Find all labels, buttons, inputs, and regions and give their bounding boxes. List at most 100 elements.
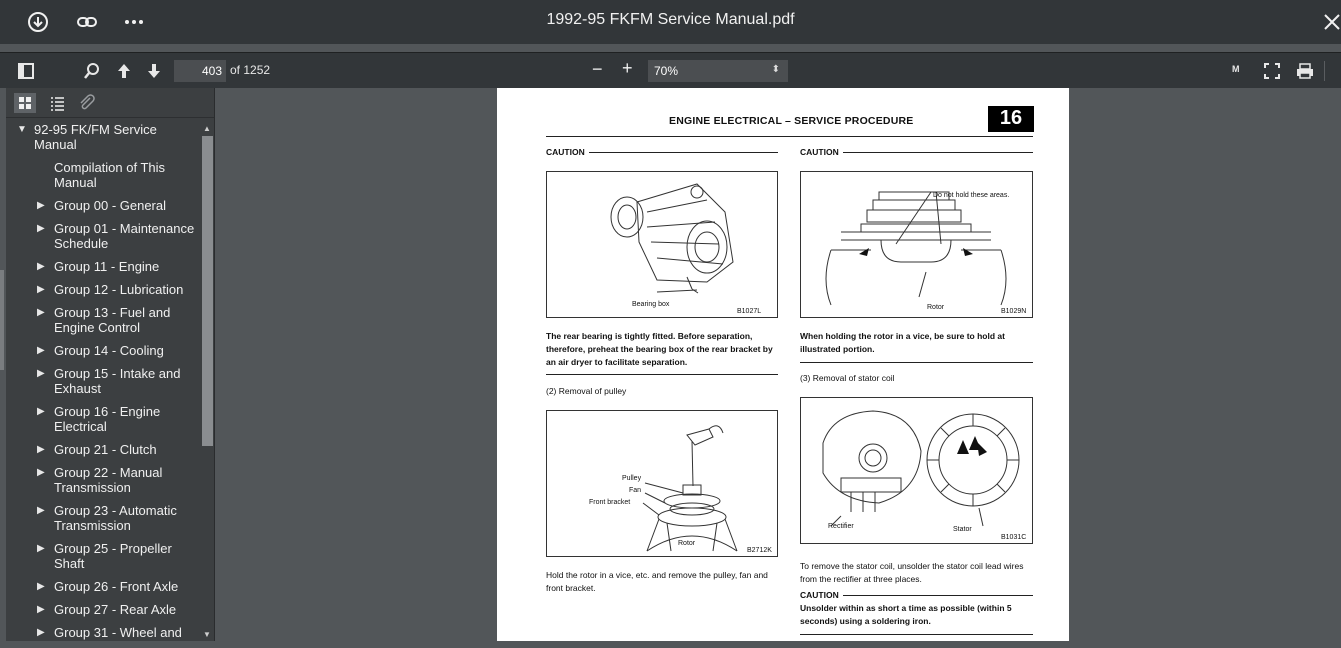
caution-label: CAUTION	[546, 147, 589, 157]
outline-item[interactable]: ▶Group 25 - Propeller Shaft	[37, 541, 172, 571]
figure-code: B1029N	[1001, 308, 1027, 315]
scroll-down-icon[interactable]: ▼	[203, 630, 211, 639]
outline-item[interactable]: ▶Group 16 - Engine Electrical	[37, 404, 161, 434]
caution-rule	[800, 152, 1033, 153]
thumbnails-icon	[19, 97, 31, 109]
caution-label: CAUTION	[800, 147, 843, 157]
paragraph-rule	[546, 374, 778, 375]
outline-item[interactable]: ▶Group 26 - Front Axle	[37, 579, 179, 594]
triangle-right-icon[interactable]: ▶	[37, 406, 45, 417]
outline-item[interactable]: ▶Group 15 - Intake and Exhaust	[37, 366, 181, 396]
zoom-select[interactable]: 70% ⬍	[648, 60, 788, 82]
page-number-input[interactable]: 403	[174, 60, 226, 82]
stator-label: Stator	[953, 526, 972, 533]
pulley-removal-figure: Pulley Fan Front bracket Rotor B2712K	[546, 410, 778, 557]
scroll-up-icon[interactable]: ▲	[203, 124, 211, 133]
triangle-right-icon[interactable]: ▶	[37, 444, 45, 455]
zoom-out-button[interactable]: −	[592, 59, 603, 79]
more-icon[interactable]	[122, 10, 146, 34]
sidebar: ▼92-95 FK/FM Service Manual Compilation …	[6, 88, 215, 641]
triangle-right-icon[interactable]: ▶	[37, 307, 45, 318]
next-page-icon[interactable]	[144, 61, 164, 81]
outline-item[interactable]: ▶Group 13 - Fuel and Engine Control	[37, 305, 171, 335]
stator-coil-drawing	[822, 410, 1020, 527]
section-number-badge: 16	[988, 106, 1034, 132]
triangle-right-icon[interactable]: ▶	[37, 284, 45, 295]
caution-end-rule	[800, 634, 1033, 635]
outline-item[interactable]: ▶Group 11 - Engine	[37, 259, 160, 274]
attachments-icon	[80, 94, 95, 110]
stator-coil-figure: Rectifier Stator B1031C	[800, 397, 1033, 544]
triangle-right-icon[interactable]: ▶	[37, 261, 45, 272]
triangle-right-icon[interactable]: ▶	[37, 581, 45, 592]
triangle-right-icon[interactable]: ▶	[37, 505, 45, 516]
alternator-figure: Bearing box B1027L	[546, 171, 778, 318]
outline-item[interactable]: ▶Group 00 - General	[37, 198, 167, 213]
soldering-caution-text: Unsolder within as short a time as possi…	[800, 603, 1012, 626]
outline-item[interactable]: ▶Group 23 - Automatic Transmission	[37, 503, 177, 533]
figure-code: B1027L	[737, 308, 762, 315]
fan-label: Fan	[629, 487, 642, 494]
triangle-right-icon[interactable]: ▶	[37, 627, 45, 638]
page-header: ENGINE ELECTRICAL – SERVICE PROCEDURE	[669, 115, 914, 127]
link-icon[interactable]	[75, 10, 99, 34]
triangle-right-icon[interactable]: ▶	[37, 345, 45, 356]
attachments-tab[interactable]	[76, 93, 98, 113]
outline-item[interactable]: ▶Group 01 - Maintenance Schedule	[37, 221, 195, 251]
outline-item[interactable]: Compilation of This Manual	[54, 160, 166, 190]
presenter-mode-button[interactable]: M	[1232, 64, 1240, 74]
alternator-drawing	[610, 183, 734, 294]
paragraph-rule	[800, 362, 1033, 363]
document-outline: ▼92-95 FK/FM Service Manual Compilation …	[6, 122, 201, 648]
caution-rule	[800, 595, 1033, 596]
previous-page-icon[interactable]	[114, 61, 134, 81]
page-total-label: of 1252	[230, 63, 271, 77]
outline-tab[interactable]	[46, 93, 68, 113]
stator-paragraph: To remove the stator coil, unsolder the …	[800, 561, 1024, 584]
warning-label: Do not hold these areas.	[933, 192, 1010, 199]
pdf-page: ENGINE ELECTRICAL – SERVICE PROCEDURE 16…	[497, 88, 1069, 641]
sidebar-tabs	[6, 88, 214, 118]
toolbar-divider	[1324, 61, 1325, 81]
front-bracket-label: Front bracket	[589, 499, 631, 506]
outline-item[interactable]: ▶Group 22 - Manual Transmission	[37, 465, 163, 495]
print-icon[interactable]	[1295, 61, 1315, 81]
close-icon[interactable]	[1320, 10, 1341, 34]
figure-code: B2712K	[747, 547, 772, 554]
outline-scrollbar[interactable]: ▲ ▼	[201, 122, 214, 641]
step-2-heading: (2) Removal of pulley	[546, 386, 627, 396]
window-edge-handle	[0, 270, 4, 370]
triangle-right-icon[interactable]: ▶	[37, 200, 45, 211]
rotor-label: Rotor	[678, 540, 696, 547]
download-icon[interactable]	[26, 10, 50, 34]
rotor-vice-drawing	[825, 191, 1007, 306]
sidebar-toggle-icon[interactable]	[16, 61, 36, 81]
triangle-right-icon[interactable]: ▶	[37, 604, 45, 615]
zoom-value: 70%	[654, 64, 679, 78]
outline-item[interactable]: ▶Group 14 - Cooling	[37, 343, 164, 358]
figure-code: B1031C	[1001, 534, 1027, 541]
document-title: 1992-95 FKFM Service Manual.pdf	[546, 11, 795, 28]
triangle-right-icon[interactable]: ▶	[37, 223, 45, 234]
outline-item-root[interactable]: ▼92-95 FK/FM Service Manual	[17, 122, 157, 152]
caution-rule	[546, 152, 778, 153]
bearing-paragraph: The rear bearing is tightly fitted. Befo…	[546, 331, 773, 367]
outline-item[interactable]: ▶Group 12 - Lubrication	[37, 282, 184, 297]
triangle-down-icon[interactable]: ▼	[17, 124, 27, 135]
outline-item[interactable]: ▶Group 27 - Rear Axle	[37, 602, 177, 617]
pulley-removal-drawing	[642, 425, 738, 552]
figure-label: Bearing box	[632, 301, 670, 308]
thumbnails-tab[interactable]	[14, 93, 36, 113]
triangle-right-icon[interactable]: ▶	[37, 543, 45, 554]
search-icon[interactable]	[82, 61, 102, 81]
rotor-vice-figure: Do not hold these areas. Rotor B1029N	[800, 171, 1033, 318]
scrollbar-thumb[interactable]	[202, 136, 213, 446]
outline-item[interactable]: ▶Group 21 - Clutch	[37, 442, 157, 457]
outline-item[interactable]: ▶Group 31 - Wheel and	[37, 625, 182, 640]
triangle-right-icon[interactable]: ▶	[37, 467, 45, 478]
fullscreen-icon[interactable]	[1262, 61, 1282, 81]
zoom-in-button[interactable]: +	[622, 58, 633, 78]
triangle-right-icon[interactable]: ▶	[37, 368, 45, 379]
caution-label: CAUTION	[800, 590, 843, 600]
header-rule	[546, 136, 1033, 137]
